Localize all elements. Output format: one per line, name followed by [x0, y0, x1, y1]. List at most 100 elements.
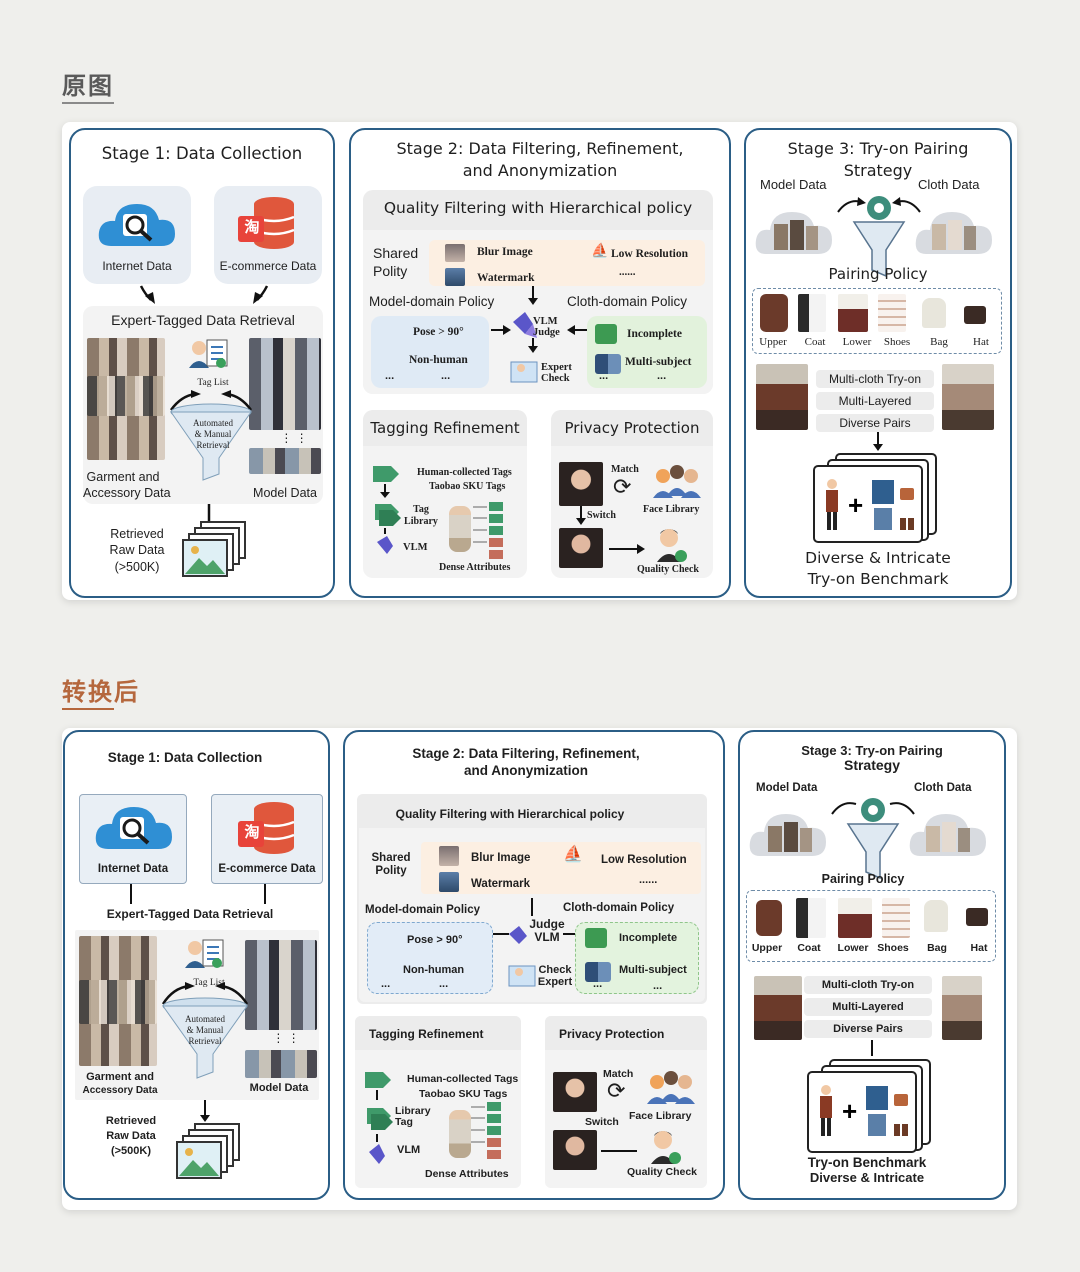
- conv-privacy-title: Privacy Protection: [559, 1027, 665, 1041]
- model-collage-ellipsis: ⋮ ⋮: [280, 431, 308, 445]
- conv-taobao-icon-char: 淘: [244, 824, 260, 841]
- conv-pose-label: Pose > 90°: [407, 934, 463, 946]
- model-dots-1: ...: [385, 370, 395, 382]
- conv-garment-collage-row: [79, 980, 157, 1024]
- conv-lower-thumb: [838, 898, 872, 938]
- cloth-dots-1: ...: [599, 370, 609, 382]
- pair-multi-cloth: Multi-cloth Try-on: [816, 370, 934, 388]
- conv-model-collage-ellipsis: ⋮ ⋮: [272, 1031, 300, 1045]
- conv-stage1-arrow-down: [200, 1100, 210, 1122]
- ecommerce-data-label: E-commerce Data: [219, 259, 317, 273]
- vlm-arrows: [528, 286, 538, 353]
- conv-model-collage: [245, 940, 317, 1030]
- stage2-title: Stage 2: Data Filtering, Refinement,and …: [396, 139, 684, 180]
- benchmark-stack-icon: +: [813, 453, 937, 543]
- funnel-icon: [169, 390, 253, 481]
- model-data-label: Model Data: [253, 486, 317, 500]
- expert-check-icon: [510, 361, 538, 383]
- face-library-icon: [653, 465, 701, 498]
- privacy-title: Privacy Protection: [564, 419, 700, 437]
- shoes-thumb: [878, 294, 906, 332]
- pair-diverse: Diverse Pairs: [816, 414, 934, 432]
- image-stack-icon: [182, 521, 246, 577]
- model-dots-2: ...: [441, 370, 451, 382]
- stage2-panel: Stage 2: Data Filtering, Refinement,and …: [349, 128, 731, 598]
- conv-dress-model-thumb: [449, 1110, 471, 1158]
- cloth-data-cloud-label: Cloth Data: [918, 177, 980, 192]
- model-collage-row: [249, 448, 321, 474]
- model-policy-label: Model-domain Policy: [369, 294, 495, 309]
- conv-tryon-model-left: [754, 976, 802, 1040]
- svg-text:+: +: [842, 1096, 857, 1126]
- section-underline-converted: [62, 708, 114, 710]
- conv-clouds-funnel-icon: [749, 798, 986, 880]
- conv-multi-subject-label: Multi-subject: [619, 964, 687, 976]
- conv-benchmark-stack-icon: +: [807, 1059, 931, 1153]
- conv-stage2-panel: Stage 2: Data Filtering, Refinement,and …: [343, 730, 725, 1200]
- conv-blur-image-label: Blur Image: [471, 852, 531, 864]
- quality-filter-panel: Quality Filtering with Hierarchical poli…: [363, 190, 713, 394]
- conv-model-dots-2: ...: [439, 978, 449, 990]
- conv-shirt-icon: [585, 928, 607, 948]
- conv-internet-data-label: Internet Data: [97, 863, 169, 875]
- vlm-judge-icon: [513, 312, 537, 338]
- conv-internet-data-box: Internet Data: [79, 794, 187, 884]
- conv-blur-image-thumb: [439, 846, 459, 866]
- conv-expert-retrieval-label: Expert-Tagged Data Retrieval: [106, 907, 274, 921]
- conv-match-cycle-icon: ⟳: [607, 1078, 626, 1103]
- conv-multi-shirt-icon: [585, 962, 611, 982]
- tagging-header: [363, 410, 527, 446]
- switch-arrow: [576, 506, 586, 525]
- model-data-cloud-label: Model Data: [760, 177, 827, 192]
- conv-attribute-tags: [471, 1102, 501, 1159]
- dress-model-thumb: [449, 506, 471, 552]
- conv-match-label: Match: [603, 1068, 634, 1080]
- expert-retrieval-panel: Expert-Tagged Data Retrieval ⋮ ⋮ Tag Lis…: [83, 306, 323, 504]
- internet-data-box: Internet Data: [83, 186, 191, 284]
- converted-figure-card: Stage 1: Data Collection Internet Data 淘…: [62, 728, 1017, 1210]
- privacy-header: [551, 410, 713, 446]
- conv-tag-list-label: Tag List: [193, 978, 225, 988]
- vlm-side-arrows: [491, 325, 589, 335]
- conv-tagging-title: Tagging Refinement: [369, 1027, 484, 1041]
- conv-expert-check-icon: [508, 965, 536, 987]
- conv-person-tag-list-icon: [185, 939, 224, 968]
- quality-filter-title: Quality Filtering with Hierarchical poli…: [383, 199, 693, 217]
- conv-bag-thumb: [924, 900, 948, 932]
- conv-pair-diverse: Diverse Pairs: [804, 1020, 932, 1038]
- conv-funnel-icon: [161, 982, 249, 1079]
- conv-stage1-title: Stage 1: Data Collection: [107, 750, 263, 765]
- clouds-funnel-icon: [755, 196, 992, 278]
- conv-stage2-title: Stage 2: Data Filtering, Refinement,and …: [412, 746, 640, 778]
- model-policy-box: [371, 316, 489, 388]
- internet-data-label: Internet Data: [102, 259, 172, 273]
- conv-coat-thumb: [796, 898, 826, 938]
- conv-watermark-label: Watermark: [471, 878, 531, 890]
- expert-retrieval-label: Expert-Tagged Data Retrieval: [111, 312, 295, 328]
- conv-hat-thumb: [966, 908, 988, 926]
- database-icon: [238, 197, 295, 249]
- pair-multi-layered: Multi-Layered: [816, 392, 934, 410]
- person-tag-list-icon: [189, 339, 228, 368]
- anon-face-thumb: [559, 528, 603, 568]
- conv-watermark-thumb: [439, 872, 459, 892]
- section-underline-original: [62, 102, 114, 104]
- conv-low-resolution-label: Low Resolution: [601, 854, 687, 866]
- match-label: Match: [611, 464, 639, 475]
- taobao-icon-char: 淘: [244, 219, 260, 236]
